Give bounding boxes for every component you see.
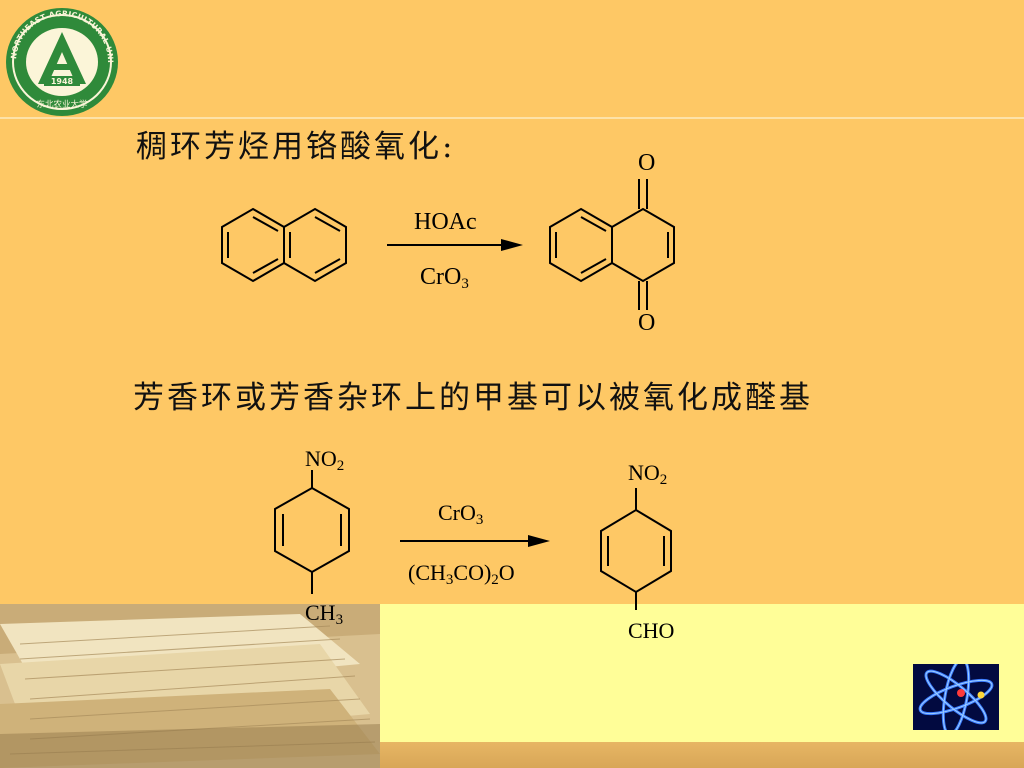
reactant-ch3: CH3 <box>305 600 344 628</box>
bottom-strip <box>380 742 1024 768</box>
nitrobenzaldehyde-ring <box>600 488 672 610</box>
university-logo: NORTHEAST AGRICULTURAL UNIVERSITY 1948 东… <box>0 0 120 118</box>
reagent-hoac: HOAc <box>414 209 477 235</box>
header-divider <box>0 117 1024 119</box>
product-cho: CHO <box>628 618 675 643</box>
nitrotoluene-ring <box>274 486 350 574</box>
reaction-2-structures <box>274 470 672 610</box>
reagent-2-cro3: CrO3 <box>438 500 484 528</box>
reactant-no2: NO2 <box>305 446 345 474</box>
product-no2: NO2 <box>628 460 668 488</box>
reagent-acetic-anhydride: (CH3CO)2O <box>408 560 515 588</box>
naphthoquinone <box>549 179 675 310</box>
heading-1: 稠环芳烃用铬酸氧化: <box>136 129 456 165</box>
quinone-top-oxygen: O <box>638 150 656 176</box>
quinone-bottom-oxygen: O <box>638 310 656 336</box>
reaction-1-structures <box>221 179 675 310</box>
logo-bottom-text: 东北农业大学 <box>36 99 88 110</box>
naphthalene-right-ring <box>283 207 347 283</box>
books-image <box>0 604 380 768</box>
naphthalene-left-ring <box>221 207 285 283</box>
logo-year: 1948 <box>51 77 74 86</box>
heading-2: 芳香环或芳香杂环上的甲基可以被氧化成醛基 <box>133 380 813 416</box>
reagent-cro3: CrO3 <box>420 264 469 292</box>
atom-icon <box>913 664 999 730</box>
